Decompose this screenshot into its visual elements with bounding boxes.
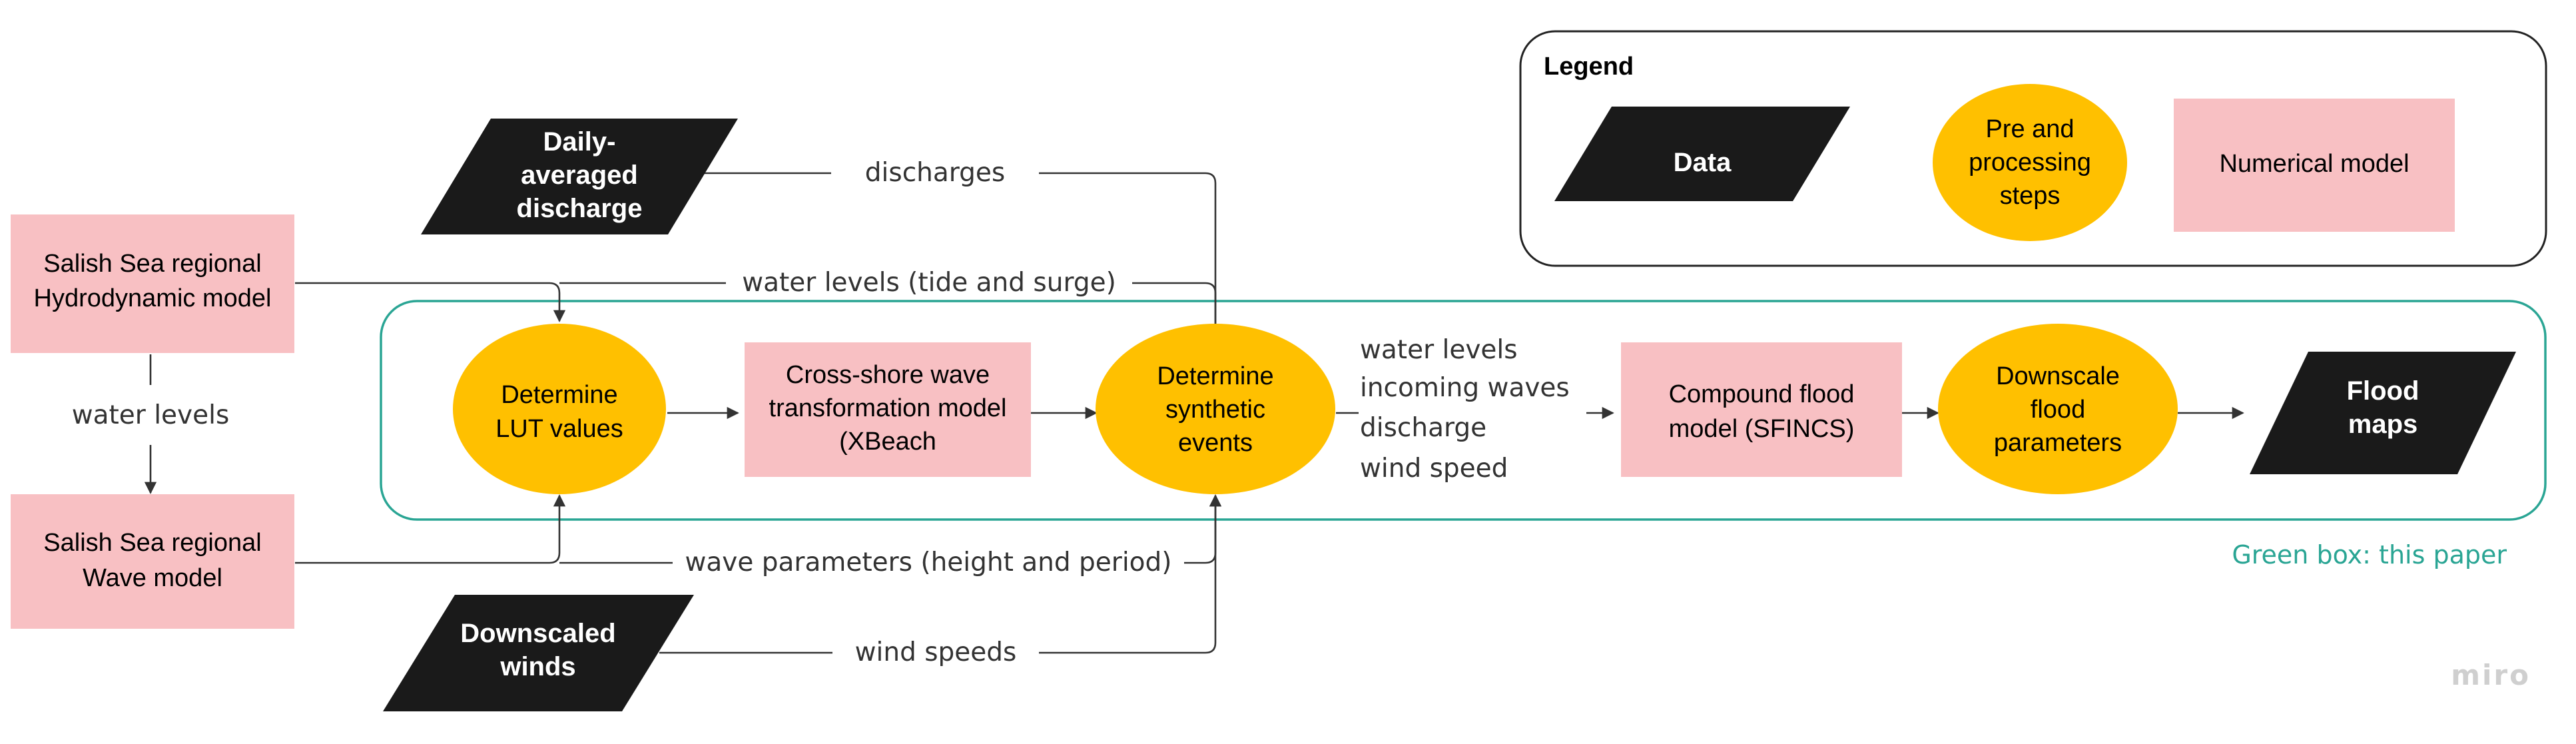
node-wave-model-line-1: Salish Sea regional <box>43 529 261 557</box>
label-output-discharge: discharge <box>1360 413 1486 443</box>
node-hydro-model-line-1: Salish Sea regional <box>43 250 261 278</box>
node-wave-model: Salish Sea regional Wave model <box>11 494 294 629</box>
node-xbeach-shape <box>745 342 1031 477</box>
node-downscaled-winds-line-2: winds <box>499 652 575 681</box>
legend-model-shape <box>2174 99 2455 232</box>
node-lut-values-shape <box>453 324 666 494</box>
node-sfincs-line-2: model (SFINCS) <box>1669 415 1855 443</box>
node-daily-discharge: Daily- averaged discharge <box>421 119 738 234</box>
node-synthetic-events-shape <box>1096 324 1335 494</box>
edge-discharges <box>668 172 1215 338</box>
node-sfincs-line-1: Compound flood <box>1669 380 1855 408</box>
node-xbeach-line-1: Cross-shore wave <box>786 361 990 389</box>
legend-data-shape <box>1554 107 1850 201</box>
green-box <box>380 300 2547 521</box>
legend-data-label: Data <box>1674 148 1732 177</box>
node-synthetic-events-line-2: synthetic <box>1165 396 1265 424</box>
label-output-wind-speed: wind speed <box>1360 454 1508 484</box>
node-flood-maps-line-1: Flood <box>2347 376 2419 406</box>
legend-title: Legend <box>1544 53 1634 81</box>
node-daily-discharge-line-3: discharge <box>517 194 643 223</box>
node-daily-discharge-line-1: Daily- <box>543 127 616 157</box>
node-daily-discharge-shape <box>421 119 738 234</box>
edges <box>151 172 2244 654</box>
node-sfincs-shape <box>1621 342 1902 477</box>
node-lut-values-line-1: Determine <box>501 381 617 409</box>
node-xbeach-line-2: transformation model <box>769 394 1007 422</box>
legend-process-line-2: processing <box>1969 149 2091 177</box>
node-downscaled-winds: Downscaled winds <box>383 595 694 711</box>
node-wave-model-shape <box>11 494 294 629</box>
node-downscale-params-line-1: Downscale <box>1996 362 2120 390</box>
node-xbeach-line-3: (XBeach <box>839 428 936 456</box>
legend-process-line-1: Pre and <box>1985 115 2074 143</box>
label-water-levels-tide: water levels (tide and surge) <box>742 268 1116 298</box>
node-flood-maps: Flood maps <box>2250 352 2516 474</box>
legend-model-label: Numerical model <box>2219 150 2409 178</box>
edge-labels: discharges water levels (tide and surge)… <box>72 158 1570 667</box>
node-downscale-params-line-3: parameters <box>1994 429 2122 457</box>
node-downscaled-winds-shape <box>383 595 694 711</box>
node-flood-maps-line-2: maps <box>2348 410 2418 439</box>
legend-process-label: Pre and processing steps <box>1969 115 2091 210</box>
node-synthetic-events-line-3: events <box>1178 429 1253 457</box>
label-wave-params: wave parameters (height and period) <box>685 548 1171 577</box>
label-wind-speeds: wind speeds <box>855 637 1017 667</box>
edge-wave-to-lut <box>295 494 566 564</box>
node-hydro-model-shape <box>11 214 294 353</box>
node-downscale-params-shape <box>1938 324 2178 494</box>
node-hydro-model: Salish Sea regional Hydrodynamic model <box>11 214 294 353</box>
legend: Legend Data Pre and processing steps Num… <box>1519 30 2547 267</box>
miro-watermark: miro <box>2451 659 2531 691</box>
node-lut-values: Determine LUT values <box>453 324 666 494</box>
edge-wind-speeds <box>659 496 1215 654</box>
label-outputs: water levels incoming waves discharge wi… <box>1360 335 1570 484</box>
edge-hydro-to-lut <box>295 282 566 322</box>
node-downscale-params: Downscale flood parameters <box>1938 324 2178 494</box>
label-output-water-levels: water levels <box>1360 335 1518 365</box>
legend-frame <box>1519 30 2547 267</box>
label-output-incoming-waves: incoming waves <box>1360 373 1570 403</box>
edge-water-levels-tide <box>559 282 1215 338</box>
node-daily-discharge-line-2: averaged <box>521 161 638 190</box>
node-downscale-params-line-2: flood <box>2031 396 2085 424</box>
node-synthetic-events-line-1: Determine <box>1157 362 1273 390</box>
node-flood-maps-shape <box>2250 352 2516 474</box>
node-synthetic-events: Determine synthetic events <box>1096 324 1335 494</box>
node-lut-values-line-2: LUT values <box>495 415 623 443</box>
node-wave-model-line-2: Wave model <box>83 564 222 592</box>
label-water-levels: water levels <box>72 400 230 430</box>
label-discharges: discharges <box>865 158 1005 188</box>
legend-process-shape <box>1933 84 2127 241</box>
legend-process-line-3: steps <box>2000 182 2061 210</box>
node-xbeach: Cross-shore wave transformation model (X… <box>745 342 1031 477</box>
green-box-label: Green box: this paper <box>2232 540 2507 569</box>
node-hydro-model-line-2: Hydrodynamic model <box>34 284 272 312</box>
node-downscaled-winds-line-1: Downscaled <box>460 619 615 648</box>
node-sfincs: Compound flood model (SFINCS) <box>1621 342 1902 477</box>
